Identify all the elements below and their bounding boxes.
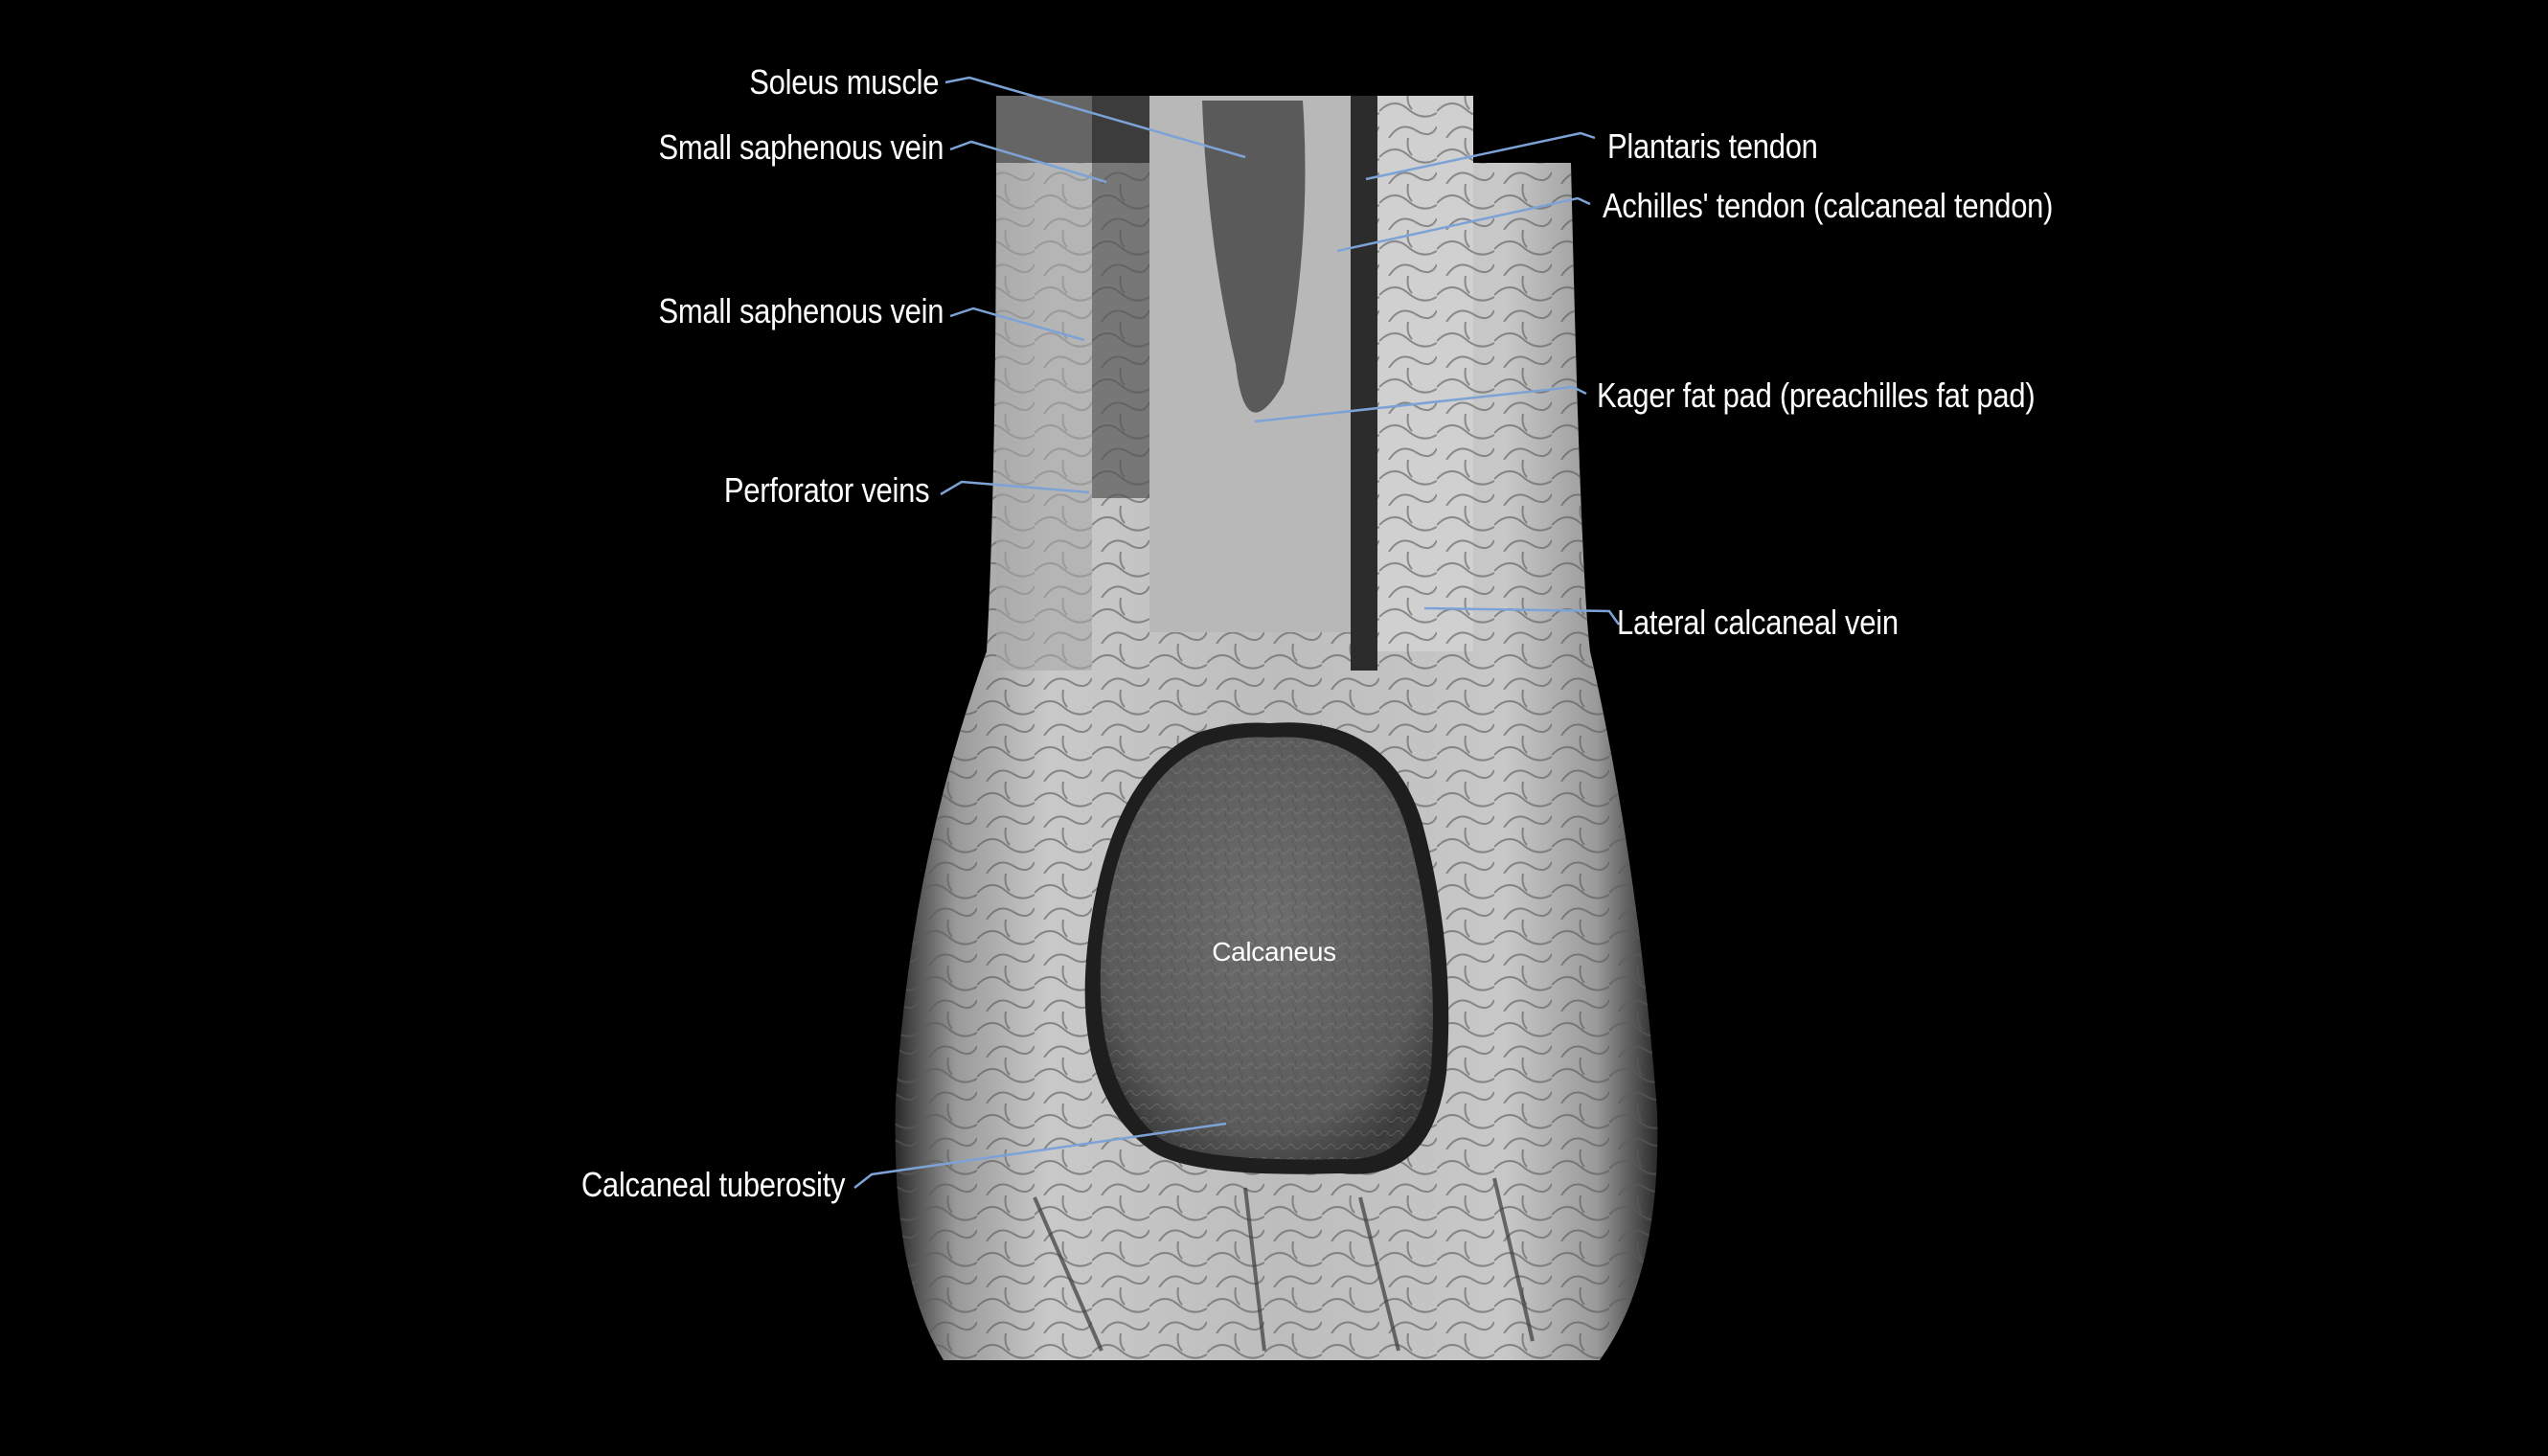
label-lateral-calcaneal-vein: Lateral calcaneal vein xyxy=(1617,603,1899,642)
label-perforator-veins: Perforator veins xyxy=(723,470,930,510)
leader-small-saphenous-vein-upper xyxy=(949,140,1107,184)
leader-soleus-muscle xyxy=(944,76,1246,159)
label-kager-fat-pad: Kager fat pad (preachilles fat pad) xyxy=(1597,375,2036,415)
leader-calcaneal-tuberosity xyxy=(853,1122,1227,1189)
leader-kager-fat-pad xyxy=(1254,385,1587,423)
label-small-saphenous-vein-lower: Small saphenous vein xyxy=(658,291,944,330)
label-achilles-tendon: Achilles' tendon (calcaneal tendon) xyxy=(1603,186,2054,225)
label-soleus-muscle: Soleus muscle xyxy=(749,62,939,102)
leader-plantaris-tendon xyxy=(1365,131,1596,181)
leader-perforator-veins xyxy=(940,480,1090,496)
leader-lateral-calcaneal-vein xyxy=(1423,606,1621,626)
leader-small-saphenous-vein-lower xyxy=(949,307,1085,342)
label-small-saphenous-vein-upper: Small saphenous vein xyxy=(658,127,944,167)
label-calcaneus: Calcaneus xyxy=(1212,937,1336,967)
label-calcaneal-tuberosity: Calcaneal tuberosity xyxy=(580,1165,846,1204)
leader-achilles-tendon xyxy=(1336,196,1591,253)
label-plantaris-tendon: Plantaris tendon xyxy=(1607,126,1818,166)
